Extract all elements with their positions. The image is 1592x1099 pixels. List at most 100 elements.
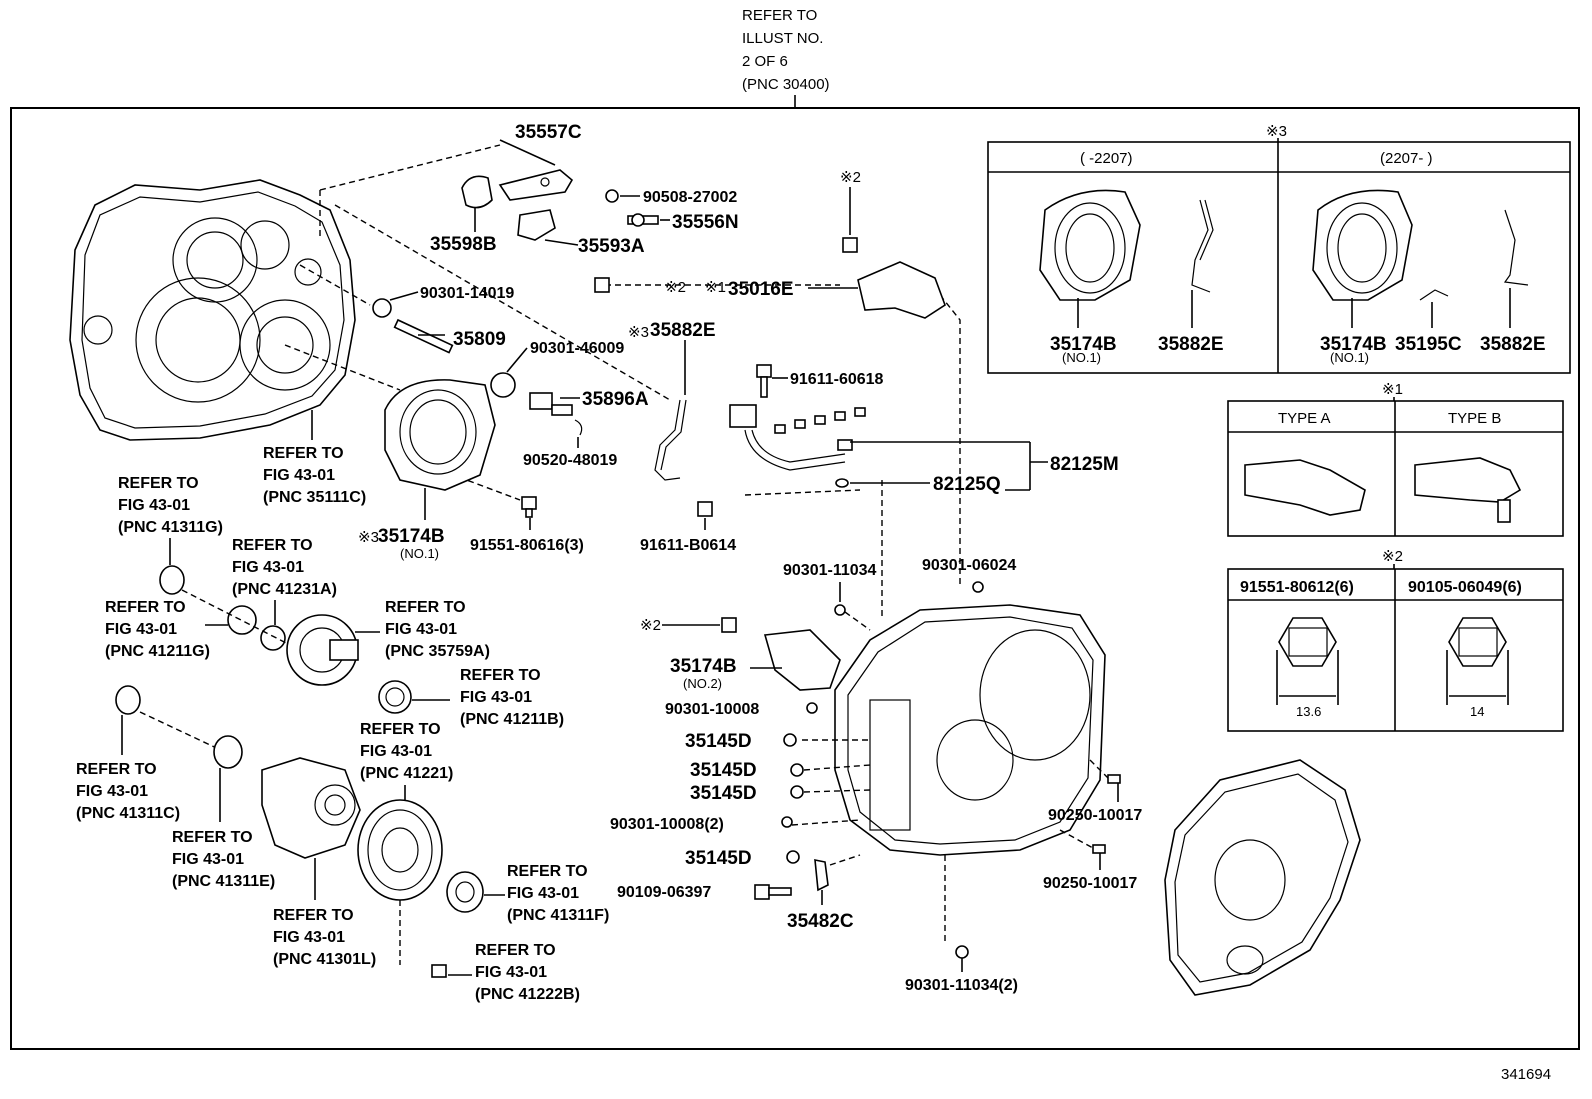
- label-90301-46009: 90301-46009: [530, 340, 624, 357]
- table3-cover-col1: [1039, 189, 1141, 301]
- table-mark2: ※2 91551-80612(6) 90105-06049(6) 13.6 14: [1227, 548, 1564, 732]
- part-bearing-41311e: [213, 735, 243, 769]
- guide-line: [299, 264, 371, 306]
- part-ring-gear-41221: [357, 799, 443, 901]
- ref-41211b-line-1: REFER TO: [460, 667, 541, 684]
- table3-col2-part-2: 35195C: [1395, 334, 1462, 355]
- table3-col2-note: (NO.1): [1330, 350, 1369, 365]
- part-gear-35759a: [286, 614, 359, 686]
- table3-cover-col2: [1312, 189, 1413, 301]
- ref-41311e-line-2: FIG 43-01: [172, 851, 244, 868]
- part-35145d-3: [790, 785, 804, 799]
- part-90109-06397-bolt: [754, 884, 770, 900]
- illustration-number: 341694: [1501, 1066, 1551, 1083]
- ref-41221-line-1: REFER TO: [360, 721, 441, 738]
- top-ref-line-3: 2 OF 6: [742, 53, 788, 70]
- label-90250-10017-a: 90250-10017: [1048, 807, 1142, 824]
- part-35896a-fitting: [529, 392, 573, 416]
- part-washer-41231a: [260, 625, 286, 651]
- label-91611-60618: 91611-60618: [790, 371, 884, 388]
- ref-41231a-line-3: (PNC 41231A): [232, 581, 337, 598]
- guide-line: [744, 489, 861, 496]
- guide-line: [334, 204, 671, 401]
- table-mark1: ※1 TYPE A TYPE B: [1227, 381, 1564, 537]
- label-35016e: 35016E: [728, 279, 794, 300]
- part-91611-60618-bolt: [756, 364, 772, 398]
- label-35598b: 35598B: [430, 234, 497, 255]
- label-35145d-1: 35145D: [685, 731, 752, 752]
- ref-41311c-line-2: FIG 43-01: [76, 783, 148, 800]
- ref-41221-line-3: (PNC 41221): [360, 765, 453, 782]
- guide-line: [1089, 759, 1109, 779]
- label-35593a: 35593A: [578, 236, 645, 257]
- part-35556n-bolt: [627, 213, 659, 227]
- label-35556n: 35556N: [672, 212, 739, 233]
- label-91551-80616: 91551-80616(3): [470, 537, 584, 554]
- ref-41211g-line-2: FIG 43-01: [105, 621, 177, 638]
- part-90508-27002-bolt: [605, 189, 619, 203]
- leader: [389, 291, 419, 301]
- part-90301-11034-oring: [834, 604, 846, 616]
- ref-41231a-line-1: REFER TO: [232, 537, 313, 554]
- guide-line: [829, 854, 861, 866]
- part-82125m-harness: [729, 404, 866, 471]
- table3-pipe-col1: [1191, 199, 1211, 293]
- leader: [544, 239, 579, 246]
- part-91611-b0614-bolt: [697, 501, 713, 517]
- ref-35111c-line-2: FIG 43-01: [263, 467, 335, 484]
- part-90520-48019-clip: [574, 419, 583, 436]
- part-90301-46009-oring: [490, 372, 516, 398]
- part-90250-10017-a: [1107, 774, 1121, 784]
- label-35145d-3: 35145D: [690, 783, 757, 804]
- leader: [499, 139, 556, 166]
- ref-41311c-line-3: (PNC 41311C): [76, 805, 180, 822]
- part-35174b-cover-no1: [384, 379, 496, 491]
- ref-41311f-line-1: REFER TO: [507, 863, 588, 880]
- table2-dim-1: 13.6: [1296, 704, 1321, 719]
- converter-housing: [1164, 759, 1361, 996]
- label-90109-06397: 90109-06397: [617, 884, 711, 901]
- part-bolt-41222b: [431, 964, 447, 978]
- label-91611-b0614: 91611-B0614: [640, 537, 736, 554]
- label-35896a: 35896A: [582, 389, 649, 410]
- label-35809: 35809: [453, 329, 506, 350]
- ref-35759a-line-2: FIG 43-01: [385, 621, 457, 638]
- part-bearing-41211b: [378, 680, 412, 714]
- guide-line: [284, 344, 401, 391]
- guide-line: [181, 589, 301, 651]
- ref-41222b-line-3: (PNC 41222B): [475, 986, 580, 1003]
- guide-line: [803, 764, 871, 771]
- part-35882e-pipe: [654, 399, 687, 481]
- diagram-frame: [10, 107, 1580, 1050]
- ref-41211b-line-3: (PNC 41211B): [460, 711, 564, 728]
- mark-1: ※1: [705, 279, 726, 296]
- transaxle-case-housing: [69, 179, 356, 441]
- part-35174b-cover-no2: [763, 629, 841, 691]
- ref-35111c-line-3: (PNC 35111C): [263, 489, 366, 506]
- mark-3-b: ※3: [358, 529, 379, 546]
- label-90301-10008: 90301-10008: [665, 701, 759, 718]
- table3-col2-header: (2207- ): [1380, 150, 1433, 167]
- part-35145d-2: [790, 763, 804, 777]
- table3-col2-part-1: 35174B: [1320, 334, 1387, 355]
- mark-2-top: ※2: [840, 169, 861, 186]
- label-35557c: 35557C: [515, 122, 582, 143]
- label-90301-11034: 90301-11034: [783, 562, 877, 579]
- part-snap-ring-41311g: [159, 565, 185, 595]
- guide-line: [939, 294, 961, 585]
- table3-mark: ※3: [1266, 123, 1287, 140]
- table1-type-b: TYPE B: [1448, 410, 1501, 427]
- table3-col1-part-1: 35174B: [1050, 334, 1117, 355]
- part-35809-pipe: [393, 318, 454, 354]
- table3-clip-col2: [1419, 289, 1449, 301]
- part-bearing-41211b-inner: [385, 687, 405, 707]
- label-90250-10017-b: 90250-10017: [1043, 875, 1137, 892]
- part-bolt-mark2-b: [721, 617, 737, 633]
- guide-line: [319, 144, 501, 191]
- part-91551-80616-bolt: [521, 496, 537, 518]
- top-ref-line-4: (PNC 30400): [742, 76, 830, 93]
- ref-41311f-line-2: FIG 43-01: [507, 885, 579, 902]
- part-bolt-mark2: [594, 277, 610, 293]
- ref-41301l-line-1: REFER TO: [273, 907, 354, 924]
- table3-col1-part-2: 35882E: [1158, 334, 1224, 355]
